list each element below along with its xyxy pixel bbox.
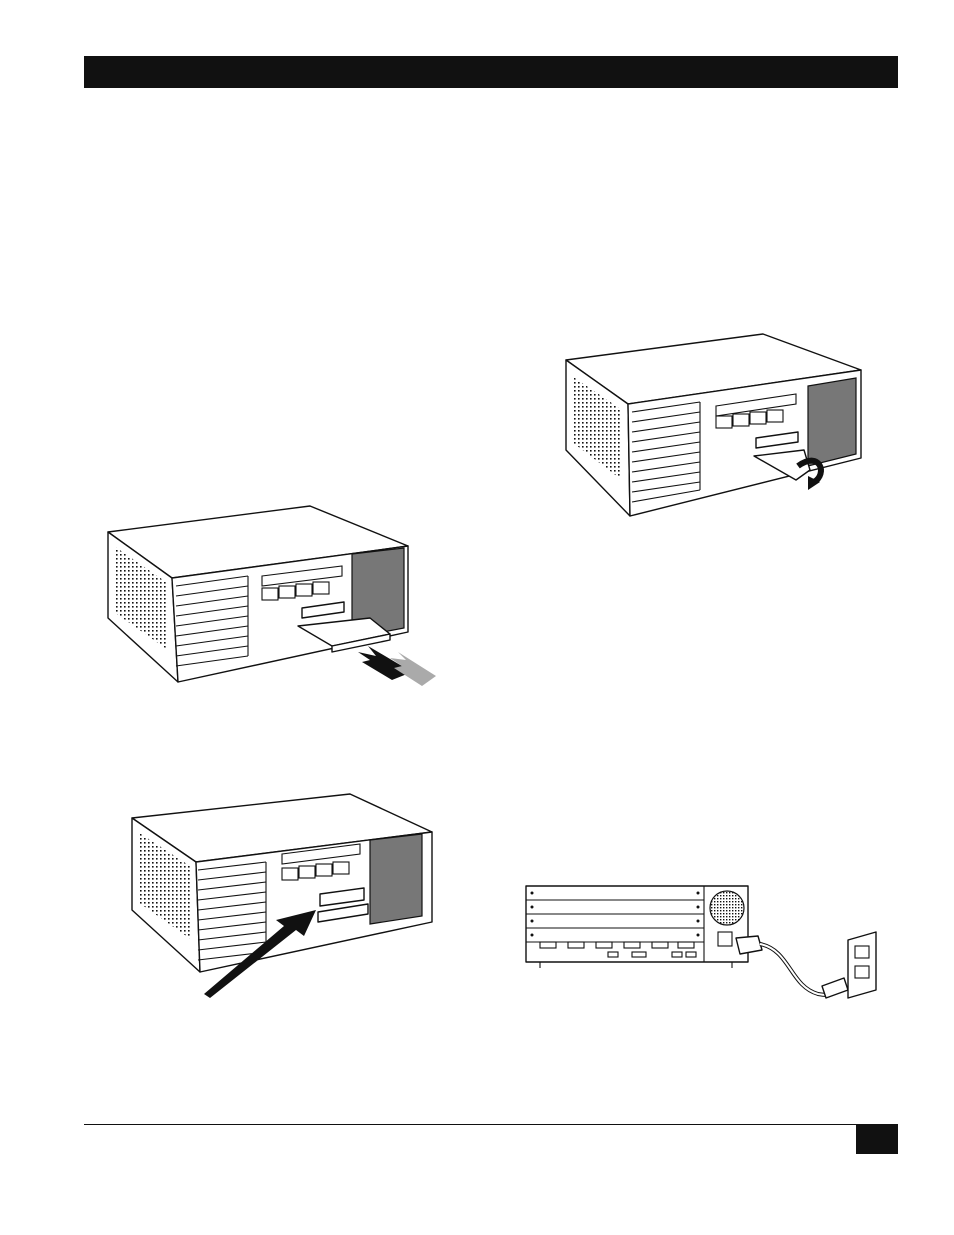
header-bar: [84, 56, 898, 88]
figure-card-seat: [120, 790, 440, 1000]
footer-rule: [84, 1124, 898, 1125]
page-number-tab: [856, 1124, 898, 1154]
figure-rear-power: [522, 880, 888, 1010]
figure-card-rotate: [558, 330, 868, 520]
figure-card-insert: [100, 502, 445, 692]
